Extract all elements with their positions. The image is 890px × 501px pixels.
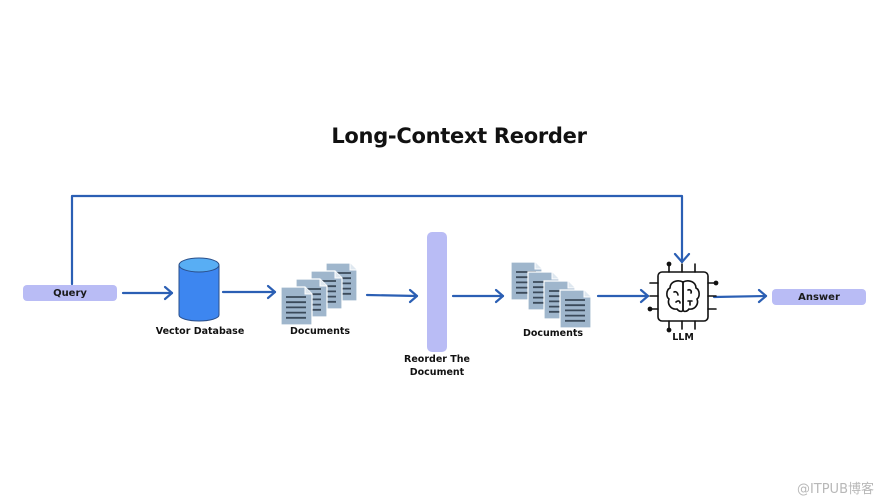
reorder-label: Reorder The Document <box>387 353 487 379</box>
documents-out-label: Documents <box>522 328 584 339</box>
reorder-node <box>427 232 447 352</box>
reorder-label-line2: Document <box>409 367 465 378</box>
answer-node: Answer <box>772 289 866 305</box>
query-to-llm-connector <box>70 194 684 286</box>
llm-to-answer-arrow <box>712 294 768 299</box>
diagram-title: Long-Context Reorder <box>331 124 587 148</box>
query-to-llm-arrowhead <box>673 252 691 264</box>
documents-in-label: Documents <box>289 326 351 337</box>
docs-to-reorder-arrow <box>365 293 419 298</box>
reorder-label-line1: Reorder The <box>404 354 470 365</box>
llm-label: LLM <box>672 332 694 343</box>
query-label: Query <box>53 287 87 299</box>
vector-database-label: Vector Database <box>155 326 245 337</box>
query-node: Query <box>23 285 117 301</box>
answer-label: Answer <box>798 291 840 303</box>
watermark: @ITPUB博客 <box>796 482 874 497</box>
